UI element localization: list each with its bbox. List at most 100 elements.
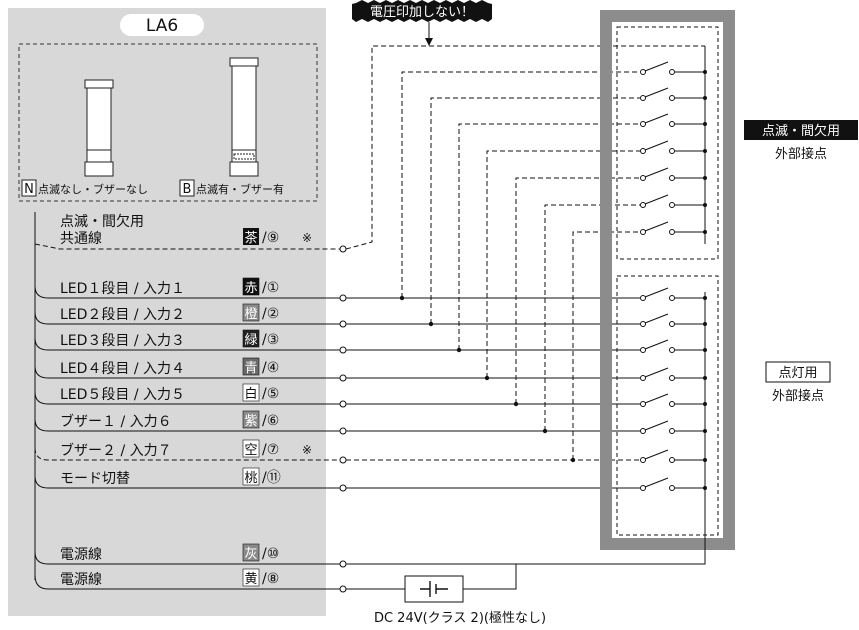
light-switch-7-terminal-b [669, 457, 675, 463]
flash-switch-1-terminal-b [669, 69, 675, 75]
wire-color-chip-3 [242, 329, 260, 348]
flash-switch-5-blade [644, 167, 669, 178]
flash-switch-7-terminal-a [640, 229, 646, 235]
tower-n-illustration [84, 79, 114, 177]
common-mark: ※ [302, 231, 312, 245]
flash-switch-3-node [703, 122, 707, 126]
power-color-chip-1 [242, 543, 260, 562]
contact-box [600, 10, 735, 550]
wire-num-3: /③ [262, 332, 279, 348]
wire-branch-2 [34, 311, 340, 325]
wire-color-1: 赤 [244, 281, 257, 296]
flash-switch-7-blade [644, 221, 669, 232]
warning-tag: 電圧印加しない！ [352, 0, 492, 22]
variant-b-code-box [179, 179, 195, 197]
light-switch-6-node [703, 429, 707, 433]
flash-switch-4-terminal-a [640, 148, 646, 154]
variant-b-text: 点滅有・ブザー有 [196, 182, 284, 196]
la6-title: LA6 [146, 16, 178, 36]
flash-tap-3 [458, 123, 640, 350]
common-route [345, 45, 705, 250]
wire-num-1: /① [262, 280, 279, 296]
light-switch-1-node [703, 296, 707, 300]
wire-label-2: LED２段目 / 入力２ [60, 307, 185, 323]
power-color-chip-2 [242, 568, 260, 587]
common-num: /⑨ [262, 230, 279, 246]
light-switch-8-terminal-a [640, 485, 646, 491]
light-contact-area [616, 275, 719, 536]
dc-wire-top [346, 560, 706, 565]
wire-color-6: 紫 [244, 414, 257, 429]
wire-terminal-4 [339, 374, 347, 382]
wire-label-8: モード切替 [60, 471, 130, 487]
common-label-line2: 共通線 [60, 231, 102, 247]
tap-dot-3 [456, 347, 462, 353]
flash-switch-2-terminal-b [669, 95, 675, 101]
wire-label-5: LED５段目 / 入力５ [60, 387, 185, 403]
wire-color-4: 青 [244, 361, 257, 376]
wire-num-6: /⑥ [262, 413, 279, 429]
flash-switch-3-terminal-b [669, 121, 675, 127]
power-color-2: 黄 [244, 572, 257, 587]
common-terminal [339, 245, 347, 253]
light-switch-6-terminal-a [640, 428, 646, 434]
power-num-2: /⑧ [262, 571, 279, 587]
flash-switch-5-terminal-b [669, 175, 675, 181]
light-switch-8-terminal-b [669, 485, 675, 491]
wire-color-chip-2 [242, 303, 260, 322]
tower-b-illustration [229, 57, 259, 177]
wire-color-chip-6 [242, 410, 260, 429]
light-switch-4-node [703, 376, 707, 380]
flash-contacts-title-bg [744, 120, 858, 140]
power-color-1: 灰 [244, 547, 257, 562]
light-switch-5-terminal-a [640, 401, 646, 407]
light-switch-4-terminal-b [669, 375, 675, 381]
power-terminal-1 [339, 560, 347, 568]
flash-switch-4-blade [644, 140, 669, 151]
wire-num-7: /⑦ [262, 442, 279, 458]
light-switch-2-terminal-b [669, 321, 675, 327]
tap-dot-4 [484, 375, 490, 381]
power-label-2: 電源線 [60, 572, 102, 588]
variant-n-code: N [24, 182, 34, 197]
wire-label-7: ブザー２ / 入力７ [60, 442, 172, 459]
common-color-chip [243, 228, 259, 245]
wire-color-2: 橙 [244, 307, 257, 322]
wire-color-chip-8 [242, 467, 260, 486]
power-terminal-2 [339, 585, 347, 593]
common-wire-dashed [34, 243, 340, 250]
wire-label-6: ブザー１ / 入力６ [60, 413, 172, 430]
power-branch-2 [34, 574, 340, 590]
wire-terminal-1 [339, 294, 347, 302]
flash-switch-1-blade [644, 61, 669, 72]
wire-terminal-3 [339, 346, 347, 354]
light-switch-2-node [703, 322, 707, 326]
variant-b-code: B [183, 182, 192, 197]
tap-dot-5 [513, 401, 519, 407]
flash-switch-2-node [703, 96, 707, 100]
wire-color-chip-5 [242, 383, 260, 402]
contact-switches [640, 61, 707, 491]
wire-branch-6 [34, 418, 340, 432]
wire-color-5: 白 [244, 386, 257, 402]
wire-terminal-6 [339, 427, 347, 435]
wire-color-chip-4 [242, 357, 260, 376]
la6-panel [8, 8, 326, 616]
wire-mark-7: ※ [302, 443, 312, 457]
wire-num-2: /② [262, 306, 279, 322]
light-switch-8-blade [644, 477, 669, 488]
flash-tap-1 [401, 71, 640, 298]
flash-switch-4-node [703, 149, 707, 153]
flash-tap-4 [486, 150, 640, 378]
flash-tap-6 [544, 204, 640, 431]
wire-terminal-5 [339, 400, 347, 408]
flash-tap-2 [430, 97, 640, 324]
tap-dot-7 [570, 457, 576, 463]
wire-color-8: 桃 [244, 471, 257, 486]
flash-switch-6-terminal-b [669, 202, 675, 208]
wire-branch-7 [34, 447, 340, 461]
light-switch-5-terminal-b [669, 401, 675, 407]
flash-contact-area [616, 26, 719, 260]
